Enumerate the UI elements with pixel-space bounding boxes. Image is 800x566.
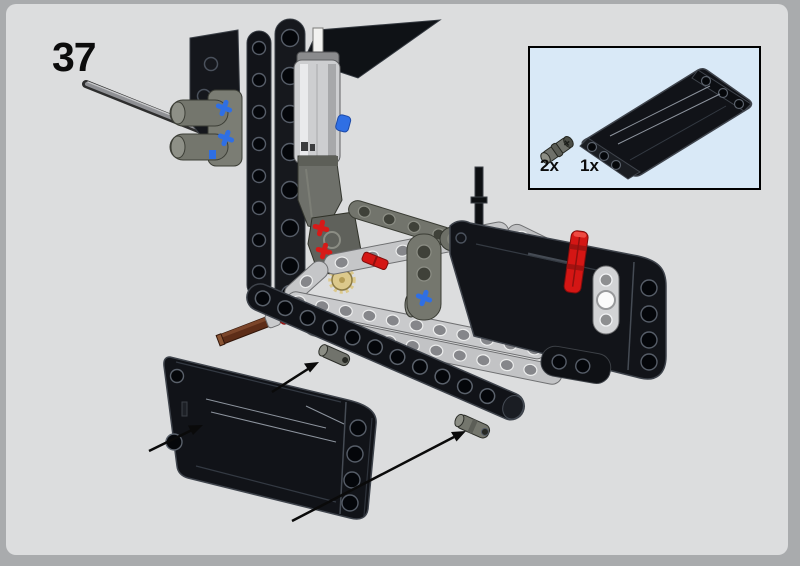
arrow [291,431,466,523]
blue-axle-pin-icon [215,99,233,117]
right-panel-assembly [449,220,667,384]
dark-gray-connector [169,89,243,167]
red-axle-icon [315,242,333,260]
arrow [148,425,203,453]
callout-parts-art [540,67,753,180]
arrow [271,362,319,394]
gray-liftarm-3 [592,265,620,335]
exploded-panel-fairing [163,356,377,520]
long-black-beam [246,283,525,439]
blue-axle-pin-icon [217,129,235,147]
part-quantity-1x: 1x [580,156,599,175]
blue-axle-pin-icon [415,289,433,307]
part-quantity-2x: 2x [540,156,559,175]
assembly-illustration [82,18,667,523]
step-number: 37 [52,34,97,80]
callout-panel-fairing-icon [579,67,753,180]
red-axle-icon [312,219,330,237]
callout-pin-connector-icon [540,136,574,164]
pin-connector [454,413,491,439]
blue-pin-icon [335,114,352,133]
parts-callout-box: 2x 1x [528,46,761,190]
pin-connector [318,344,351,367]
assembly-arrows [148,362,466,523]
red-pin [563,230,589,294]
instruction-page: 37 [6,4,788,555]
shock-absorber [293,27,352,231]
